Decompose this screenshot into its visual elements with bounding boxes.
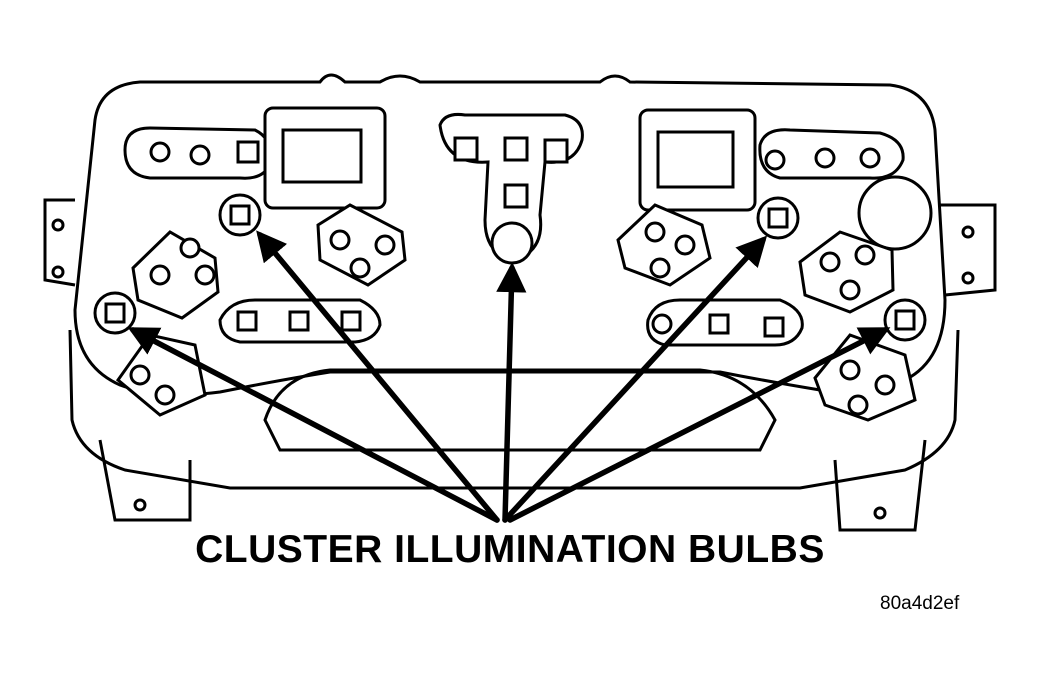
arrow-3 [496, 261, 527, 523]
diagram-caption: CLUSTER ILLUMINATION BULBS [195, 528, 825, 571]
arrow-4 [502, 235, 768, 523]
circuit-board-features [115, 106, 933, 422]
arrow-2 [256, 230, 500, 523]
illumination-bulb-sockets [93, 193, 927, 342]
arrow-5 [507, 327, 891, 523]
arrow-1 [127, 327, 500, 523]
callout-arrows [127, 230, 891, 523]
figure-id: 80a4d2ef [880, 593, 960, 614]
bulb-socket-3 [490, 221, 534, 265]
